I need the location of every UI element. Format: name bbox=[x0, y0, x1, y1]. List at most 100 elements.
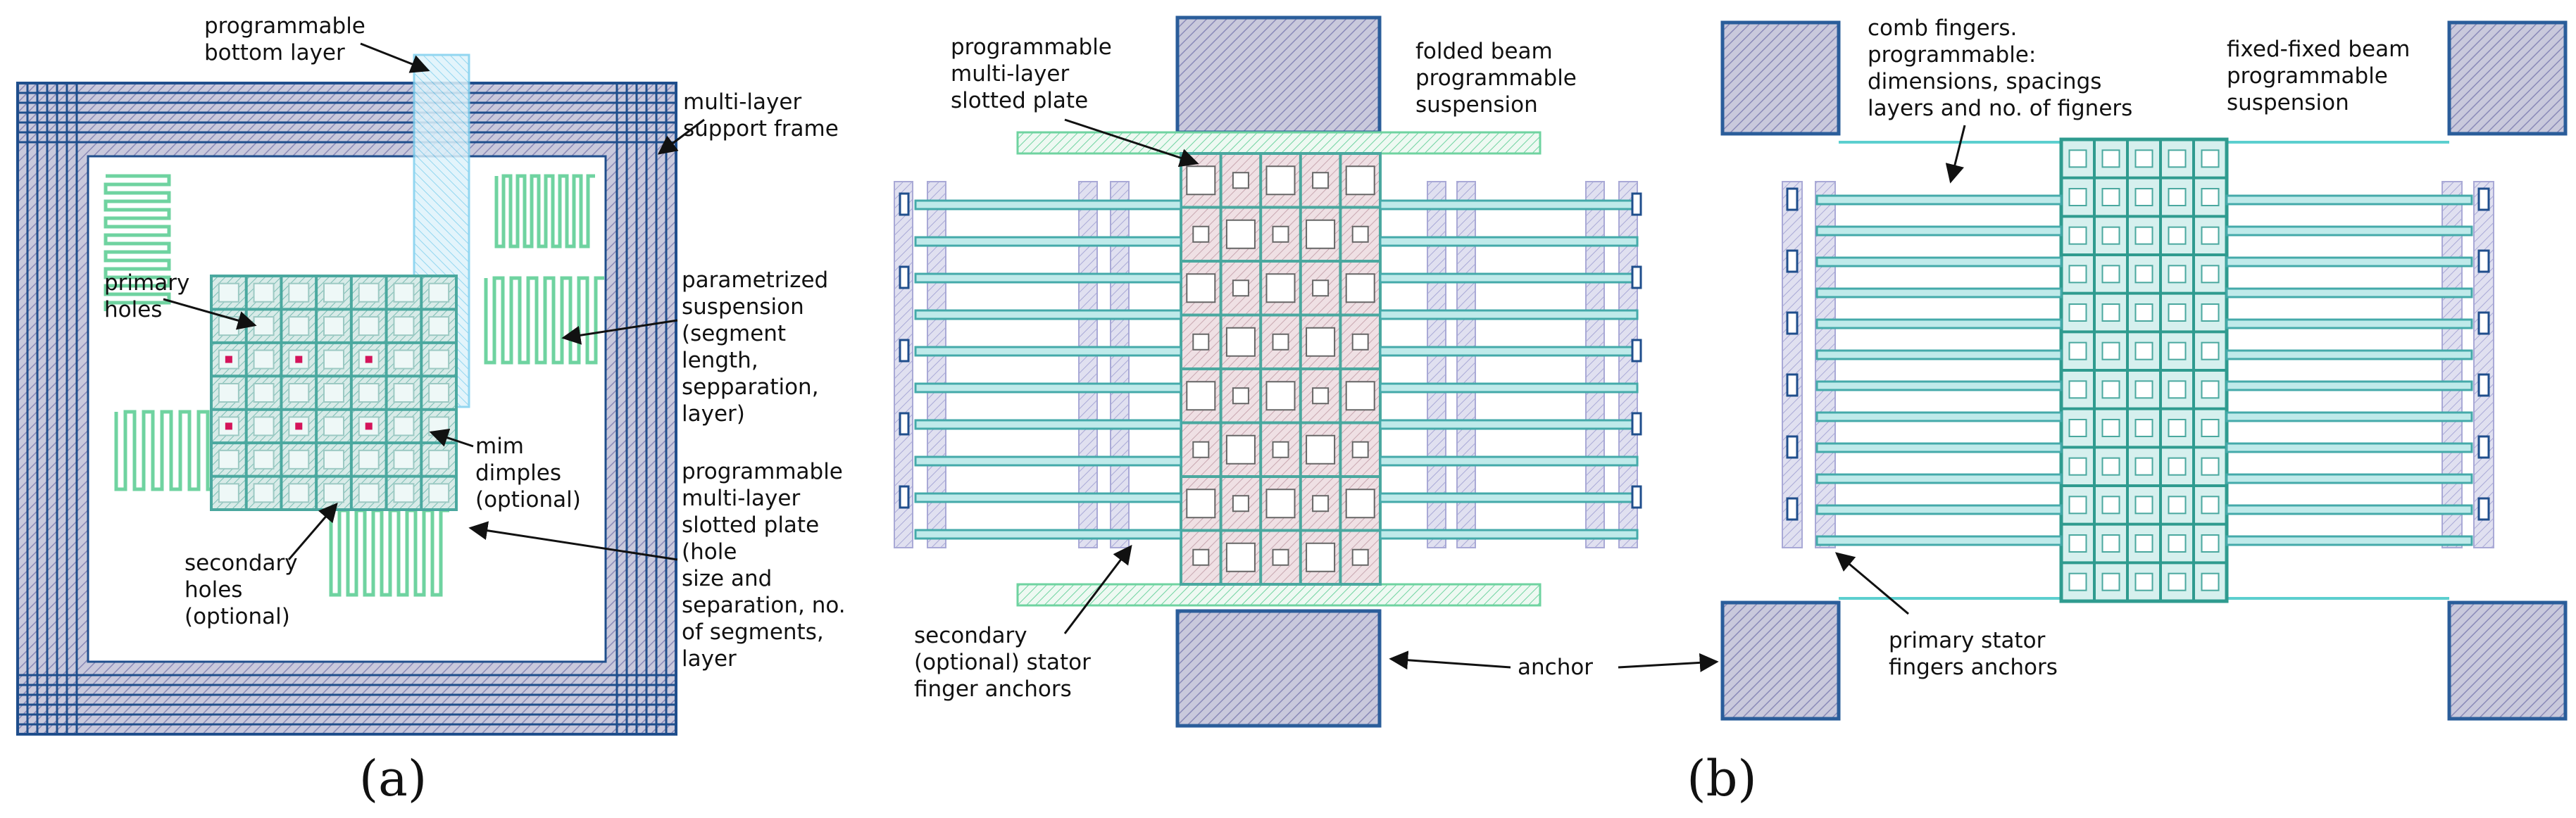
svg-text:holes: holes bbox=[185, 577, 242, 603]
plate-hole bbox=[2068, 226, 2087, 245]
dimple bbox=[295, 355, 303, 363]
plate-hole bbox=[2068, 188, 2087, 206]
svg-text:folded beam: folded beam bbox=[1415, 39, 1553, 64]
finger bbox=[2225, 287, 2473, 298]
label-primary-stator: primary stator fingers anchors bbox=[1889, 628, 2058, 680]
finger bbox=[914, 272, 1182, 284]
plate-hole bbox=[2068, 419, 2087, 437]
arrows-panel-b-left bbox=[1063, 118, 1719, 672]
plate-hole bbox=[1272, 333, 1289, 351]
svg-text:layer: layer bbox=[682, 646, 737, 672]
dimple bbox=[225, 422, 232, 430]
primary-hole bbox=[358, 449, 380, 470]
finger-anchor bbox=[1631, 339, 1642, 363]
finger bbox=[1815, 504, 2063, 515]
caption-a: (a) bbox=[359, 750, 427, 807]
finger-anchor bbox=[1631, 265, 1642, 289]
primary-hole bbox=[288, 449, 310, 470]
svg-text:secondary: secondary bbox=[914, 623, 1027, 648]
plate-hole bbox=[2168, 149, 2187, 168]
plate-hole bbox=[2168, 534, 2187, 553]
finger bbox=[914, 236, 1182, 247]
plate-hole bbox=[2201, 149, 2220, 168]
primary-hole bbox=[428, 383, 450, 403]
finger-anchor bbox=[1786, 187, 1799, 211]
plate-hole bbox=[2168, 572, 2187, 591]
finger-anchor bbox=[2477, 311, 2490, 335]
primary-hole bbox=[288, 383, 310, 403]
plate-hole bbox=[1272, 225, 1289, 243]
svg-text:multi-layer: multi-layer bbox=[682, 486, 800, 511]
plate-hole bbox=[1225, 327, 1256, 357]
primary-hole bbox=[393, 349, 415, 370]
finger-anchor bbox=[2477, 435, 2490, 459]
plate-hole bbox=[1192, 441, 1210, 458]
svg-text:mim: mim bbox=[475, 434, 524, 459]
svg-text:support frame: support frame bbox=[683, 116, 839, 141]
primary-hole bbox=[358, 383, 380, 403]
label-comb-fingers: comb fingers. programmable: dimensions, … bbox=[1868, 15, 2132, 121]
plate-hole bbox=[1272, 441, 1289, 458]
plate-hole bbox=[1312, 279, 1330, 297]
svg-text:(optional): (optional) bbox=[475, 487, 581, 512]
plate-hole bbox=[1186, 165, 1216, 196]
plate-hole bbox=[2068, 303, 2087, 322]
label-slotted-plate-b: programmable multi-layer slotted plate bbox=[951, 34, 1112, 113]
plate-hole bbox=[2134, 341, 2153, 360]
finger bbox=[1379, 236, 1639, 247]
plate-hole bbox=[2168, 380, 2187, 399]
plate-hole bbox=[1351, 548, 1369, 566]
plate-hole bbox=[1186, 489, 1216, 519]
finger bbox=[2225, 535, 2473, 546]
label-fixed-beam: fixed-fixed beam programmable suspension bbox=[2227, 37, 2410, 115]
svg-text:(optional) stator: (optional) stator bbox=[914, 650, 1091, 675]
label-primary-holes: primary holes bbox=[104, 270, 189, 322]
folded-beam-top bbox=[1016, 131, 1542, 155]
plate-hole bbox=[2068, 457, 2087, 476]
plate-hole bbox=[1232, 279, 1249, 297]
primary-hole bbox=[323, 349, 344, 370]
finger-anchor bbox=[899, 485, 910, 509]
primary-hole bbox=[358, 483, 380, 503]
svg-text:finger anchors: finger anchors bbox=[914, 677, 1072, 702]
finger-anchor bbox=[899, 192, 910, 216]
finger bbox=[1379, 492, 1639, 503]
finger bbox=[1815, 287, 2063, 298]
primary-hole bbox=[288, 316, 310, 336]
primary-hole bbox=[393, 416, 415, 436]
plate-hole bbox=[2101, 496, 2120, 515]
plate-hole bbox=[1192, 333, 1210, 351]
primary-hole bbox=[288, 282, 310, 303]
finger-anchor bbox=[1631, 412, 1642, 436]
primary-hole bbox=[218, 449, 239, 470]
label-suspension: parametrized suspension (segment length,… bbox=[682, 268, 828, 427]
plate-hole bbox=[1225, 542, 1256, 572]
primary-hole bbox=[428, 349, 450, 370]
finger bbox=[1379, 529, 1639, 540]
plate-hole bbox=[2168, 188, 2187, 206]
panel-b-fixed-fixed-device: comb fingers. programmable: dimensions, … bbox=[1720, 15, 2568, 721]
finger bbox=[914, 455, 1182, 467]
plate-hole bbox=[2068, 496, 2087, 515]
stator-bar bbox=[2473, 181, 2494, 548]
finger bbox=[1815, 411, 2063, 422]
finger bbox=[2225, 380, 2473, 391]
folded-beam-bottom bbox=[1016, 583, 1542, 607]
finger bbox=[1815, 535, 2063, 546]
plate-hole bbox=[2201, 419, 2220, 437]
svg-text:secondary: secondary bbox=[185, 550, 298, 576]
svg-text:programmable: programmable bbox=[951, 34, 1112, 60]
finger bbox=[2225, 256, 2473, 268]
plate-hole bbox=[1186, 273, 1216, 303]
plate-hole bbox=[2168, 226, 2187, 245]
finger-anchor bbox=[899, 412, 910, 436]
finger bbox=[2225, 318, 2473, 329]
label-folded-beam: folded beam programmable suspension bbox=[1415, 39, 1577, 118]
primary-hole bbox=[428, 449, 450, 470]
plate-hole bbox=[2068, 149, 2087, 168]
primary-hole bbox=[393, 449, 415, 470]
svg-text:layers and no. of figners: layers and no. of figners bbox=[1868, 96, 2132, 121]
primary-hole bbox=[323, 449, 344, 470]
finger bbox=[1379, 309, 1639, 320]
finger bbox=[914, 199, 1182, 210]
